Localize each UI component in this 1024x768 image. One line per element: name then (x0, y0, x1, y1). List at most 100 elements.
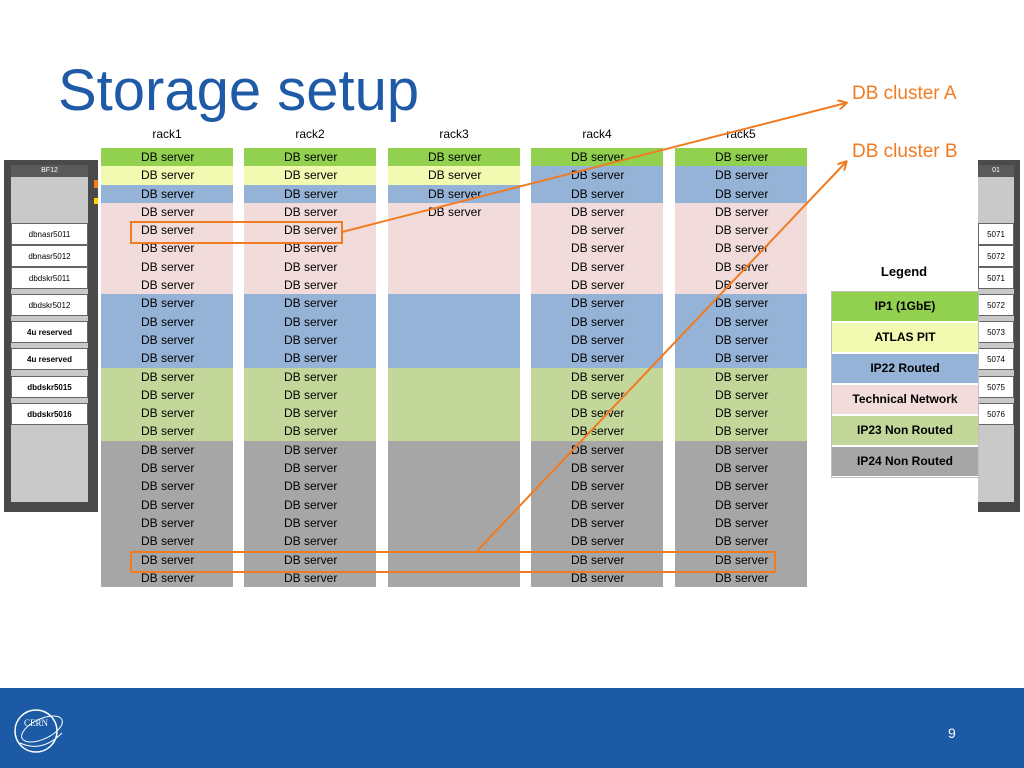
rack-cell-ip23: DB server (675, 385, 807, 405)
rack-cell-tech (388, 221, 520, 240)
rack-cell-ip22 (388, 349, 520, 368)
rack-cell-ip23: DB server (101, 422, 233, 441)
rack-cell-ip22: DB server (244, 349, 376, 368)
rack-cell-ip24 (388, 477, 520, 496)
rack-cell-ip24: DB server (244, 440, 376, 460)
rack-cell-ip22 (388, 330, 520, 350)
background-rack-label: 5076 (978, 403, 1014, 425)
background-rack-label: 5071 (978, 267, 1014, 289)
rack-cell-ip24 (388, 459, 520, 478)
rack-cell-ip22: DB server (244, 294, 376, 313)
rack-cell-tech: DB server (675, 257, 807, 277)
rack-cell-tech: DB server (101, 239, 233, 258)
rack-cell-ip24: DB server (101, 477, 233, 496)
rack-cell-ip24 (388, 495, 520, 514)
rack-cell-ip22 (388, 312, 520, 331)
legend-item-technical-network: Technical Network (832, 385, 978, 415)
rack-cell-ip22: DB server (675, 349, 807, 368)
background-rack-label: dbnasr5012 (11, 245, 88, 267)
rack-cell-tech: DB server (675, 239, 807, 258)
background-rack-right-panel: 01 5071 5072 5071 5072 5073 5074 5075 50… (978, 165, 1014, 502)
rack-cell-ip1: DB server (101, 148, 233, 167)
rack-cell-ip23: DB server (531, 367, 663, 386)
rack-cell-ip24 (388, 550, 520, 569)
rack-cell-ip24: DB server (531, 550, 663, 569)
rack-cell-tech (388, 239, 520, 258)
rack-cell-ip22: DB server (388, 184, 520, 203)
rack-cell-ip22: DB server (101, 294, 233, 313)
background-rack-label: dbnasr5011 (11, 223, 88, 245)
background-rack-label: dbdskr5011 (11, 267, 88, 289)
background-rack-right: 01 5071 5072 5071 5072 5073 5074 5075 50… (978, 160, 1020, 512)
rack-cell-ip24: DB server (101, 568, 233, 588)
rack-cell-tech: DB server (531, 221, 663, 240)
rack-cell-tech: DB server (101, 257, 233, 277)
rack-cell-ip24: DB server (675, 459, 807, 478)
background-rack-label: dbdskr5012 (11, 294, 88, 316)
rack-cell-atlas: DB server (388, 166, 520, 185)
rack-cell-tech: DB server (531, 202, 663, 222)
rack-cell-ip23: DB server (675, 367, 807, 386)
rack-cell-tech: DB server (531, 239, 663, 258)
background-rack-left-header: BF12 (11, 165, 88, 177)
rack-cell-ip24: DB server (244, 550, 376, 569)
rack-cell-ip24: DB server (531, 495, 663, 514)
rack-cell-ip24: DB server (101, 459, 233, 478)
rack-cell-ip23 (388, 404, 520, 423)
rack-cell-tech: DB server (388, 202, 520, 222)
background-rack-marker (94, 198, 98, 204)
rack-cell-ip24: DB server (101, 550, 233, 569)
rack-cell-ip24: DB server (101, 495, 233, 514)
rack-cell-ip24: DB server (675, 568, 807, 588)
background-rack-label: 4u reserved (11, 321, 88, 343)
rack-cell-ip23 (388, 422, 520, 441)
rack-cell-ip22: DB server (101, 349, 233, 368)
rack-cell-ip24: DB server (675, 440, 807, 460)
rack-cell-tech (388, 257, 520, 277)
cern-logo-text: CERN (24, 718, 49, 728)
legend-item-ip1: IP1 (1GbE) (832, 292, 978, 322)
rack-cell-ip23: DB server (101, 404, 233, 423)
background-rack-label: dbdskr5015 (11, 376, 88, 398)
legend: IP1 (1GbE) ATLAS PIT IP22 Routed Technic… (831, 291, 979, 478)
rack-cell-ip24: DB server (531, 459, 663, 478)
rack-cell-ip22: DB server (531, 294, 663, 313)
rack-header: rack3 (439, 127, 469, 141)
rack-cell-ip24: DB server (675, 532, 807, 551)
cluster-b-arrow (475, 162, 846, 553)
rack-cell-ip24: DB server (244, 477, 376, 496)
slide-title: Storage setup (58, 58, 420, 123)
rack-cell-tech: DB server (101, 276, 233, 295)
background-rack-right-header: 01 (978, 165, 1014, 177)
legend-item-ip22: IP22 Routed (832, 354, 978, 384)
footer-bar (0, 688, 1024, 768)
rack-cell-tech: DB server (101, 202, 233, 222)
rack-cell-ip23: DB server (244, 385, 376, 405)
rack-cell-ip1: DB server (531, 148, 663, 167)
rack-cell-ip23: DB server (244, 367, 376, 386)
cern-logo-icon: CERN (14, 709, 63, 753)
rack-cell-tech: DB server (244, 202, 376, 222)
rack-cell-ip24: DB server (244, 459, 376, 478)
rack-cell-ip24: DB server (244, 532, 376, 551)
rack-cell-ip22: DB server (675, 184, 807, 203)
cluster-b-highlight-box (130, 551, 776, 573)
background-rack-marker (94, 180, 98, 188)
rack-cell-ip23: DB server (531, 422, 663, 441)
background-rack-label: 4u reserved (11, 348, 88, 370)
rack-cell-ip22: DB server (675, 166, 807, 185)
rack-cell-tech: DB server (531, 257, 663, 277)
legend-title: Legend (880, 264, 928, 279)
rack-cell-ip24: DB server (531, 568, 663, 588)
background-rack-left: BF12 dbnasr5011 dbnasr5012 dbdskr5011 db… (4, 160, 98, 512)
rack-cell-ip24: DB server (244, 495, 376, 514)
rack-cell-ip24: DB server (531, 440, 663, 460)
annotation-db-cluster-b: DB cluster B (852, 141, 958, 162)
rack-cell-tech: DB server (675, 221, 807, 240)
rack-cell-ip22: DB server (244, 330, 376, 350)
rack-cell-ip24 (388, 513, 520, 533)
rack-cell-tech: DB server (675, 276, 807, 295)
